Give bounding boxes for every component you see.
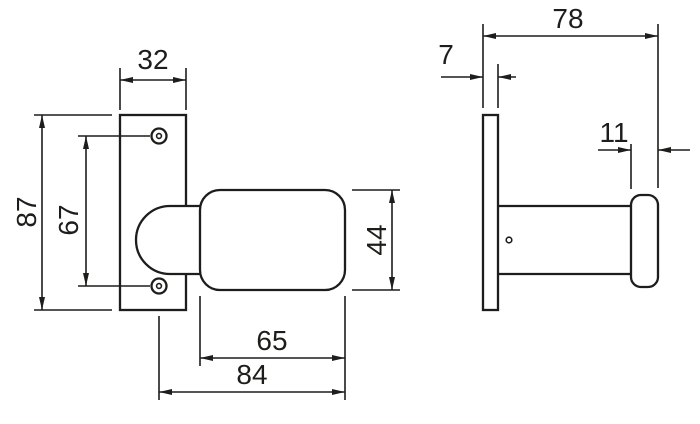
screw-hole-bottom bbox=[150, 277, 168, 295]
front-view: 32 87 67 44 65 84 bbox=[11, 44, 400, 400]
pin-hole bbox=[505, 236, 513, 244]
screw-hole-bottom-center bbox=[155, 282, 163, 290]
knob-front-outline bbox=[198, 188, 347, 292]
neck-outline bbox=[134, 204, 200, 276]
backplate-side-outline bbox=[481, 113, 500, 312]
dim-label-plate-width: 32 bbox=[137, 44, 168, 75]
dim-label-knob-width: 65 bbox=[256, 325, 287, 356]
screw-hole-top bbox=[150, 127, 168, 145]
dim-label-plate-thickness: 7 bbox=[438, 39, 454, 70]
dim-label-hole-spacing: 67 bbox=[53, 204, 84, 235]
dim-label-head-thickness: 11 bbox=[599, 117, 628, 148]
dim-label-overall-depth: 78 bbox=[552, 3, 583, 34]
dim-label-overall-width: 84 bbox=[236, 359, 267, 390]
dim-label-knob-height: 44 bbox=[361, 224, 392, 255]
side-view: 78 7 11 bbox=[438, 3, 690, 312]
screw-hole-top-center bbox=[155, 132, 163, 140]
dim-label-overall-height: 87 bbox=[11, 196, 42, 227]
knob-side-outline bbox=[629, 193, 660, 289]
